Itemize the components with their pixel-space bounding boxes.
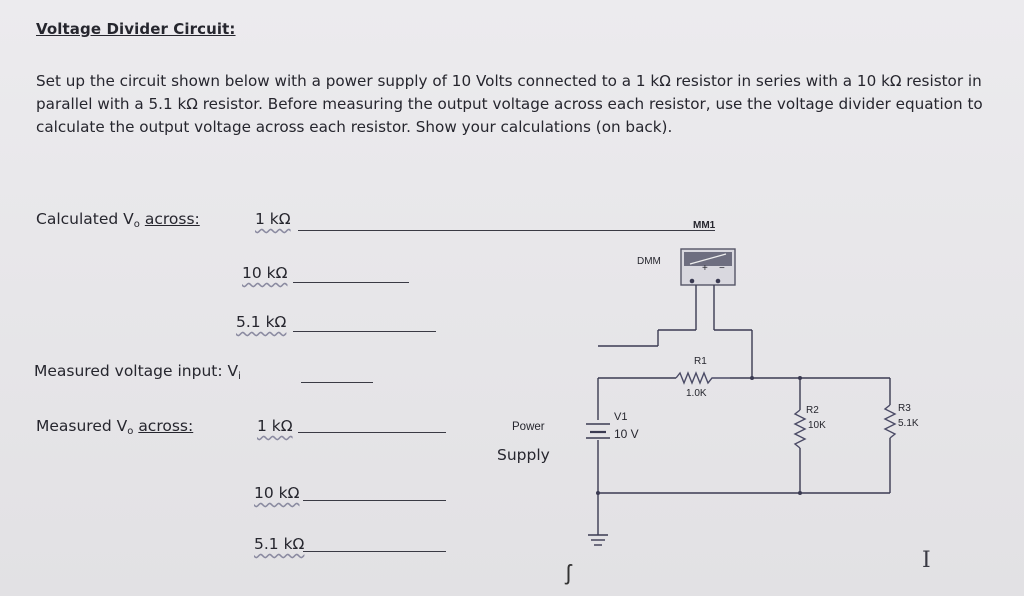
calculated-1k-blank[interactable] [298, 230, 715, 231]
calculated-row-10k: 10 kΩ [242, 264, 288, 282]
measured-input-blank[interactable] [301, 382, 373, 383]
measured-label-suffix: across: [138, 417, 194, 435]
r2-name: R2 [806, 405, 819, 416]
r1-name: R1 [694, 356, 707, 367]
r3-name: R3 [898, 403, 911, 414]
measured-row-1k: 1 kΩ [257, 417, 293, 435]
measured-10k-blank[interactable] [303, 500, 446, 501]
meter-plus: + [702, 263, 708, 274]
calculated-label-prefix: Calculated V [36, 210, 134, 228]
source-value: 10 V [614, 427, 639, 441]
calculated-label-suffix: across: [144, 210, 200, 228]
dmm-label: DMM [637, 256, 661, 267]
measured-5k1-blank[interactable] [303, 551, 446, 552]
r1-value: 1.0K [686, 388, 707, 399]
instructions-text: Set up the circuit shown below with a po… [36, 72, 983, 136]
r2-value: 10K [808, 420, 826, 431]
page-title: Voltage Divider Circuit: [36, 20, 236, 38]
measured-label: Measured Vo across: [36, 417, 193, 437]
text-cursor-icon: I [922, 548, 931, 573]
measured-input-sub: i [238, 371, 241, 382]
calculated-5k1-blank[interactable] [293, 331, 436, 332]
supply-label: Supply [497, 446, 550, 464]
pen-mark: ʃ [566, 560, 571, 585]
r3-value: 5.1K [898, 418, 919, 429]
calculated-10k-blank[interactable] [293, 282, 409, 283]
calculated-row-5k1: 5.1 kΩ [236, 313, 287, 331]
measured-label-sub: o [127, 426, 134, 437]
measured-label-prefix: Measured V [36, 417, 128, 435]
measured-1k-blank[interactable] [298, 432, 446, 433]
calculated-label-sub: o [133, 219, 140, 230]
instructions-paragraph: Set up the circuit shown below with a po… [36, 70, 1011, 139]
measured-row-5k1: 5.1 kΩ [254, 535, 305, 553]
calculated-label: Calculated Vo across: [36, 210, 200, 230]
meter-name: MM1 [693, 220, 716, 231]
calculated-row-1k: 1 kΩ [255, 210, 291, 228]
source-name: V1 [614, 411, 628, 423]
measured-row-10k: 10 kΩ [254, 484, 300, 502]
measured-input-label-text: Measured voltage input: V [34, 362, 239, 380]
meter-minus: − [719, 263, 725, 274]
power-label: Power [512, 421, 545, 433]
measured-input-label: Measured voltage input: Vi [34, 362, 241, 382]
